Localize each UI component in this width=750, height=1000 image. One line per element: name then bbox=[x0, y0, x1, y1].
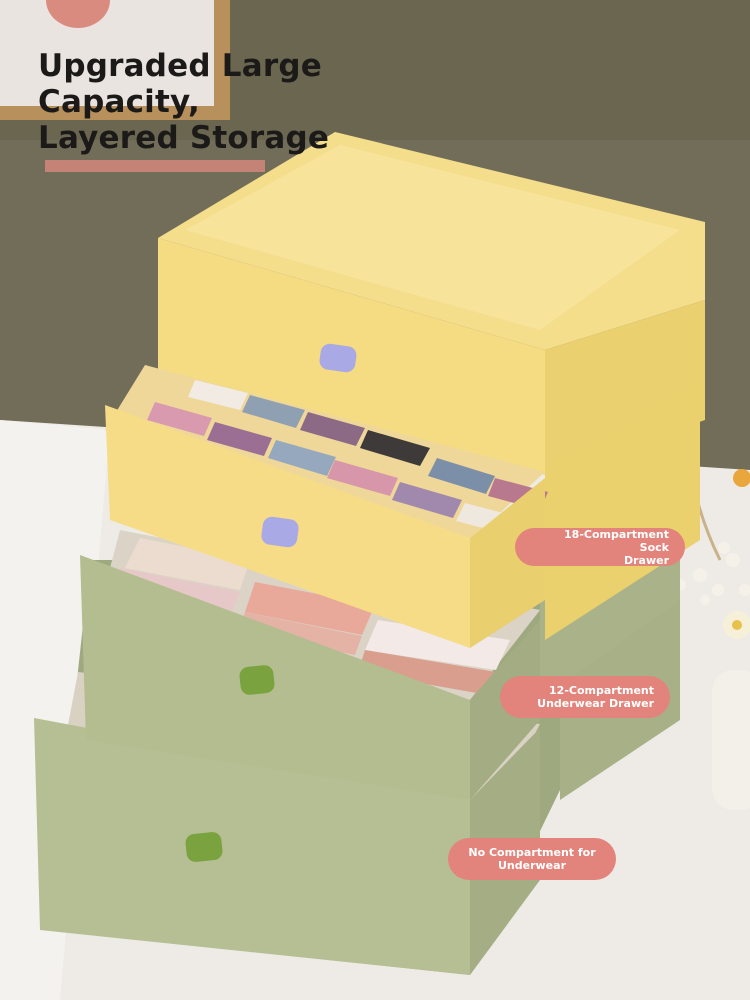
headline-line-2: Capacity, bbox=[38, 84, 200, 120]
headline-line-3: Layered Storage bbox=[38, 120, 330, 156]
top-yellow-drawer bbox=[158, 132, 705, 475]
callout-sock-drawer: 18-Compartment Sock Drawer bbox=[515, 527, 685, 567]
headline-underline bbox=[45, 160, 265, 172]
picture-frame bbox=[0, 0, 230, 120]
callout-1-line-1: 18-Compartment Sock bbox=[564, 527, 669, 554]
second-yellow-body bbox=[545, 380, 700, 640]
callout-3-line-1: No Compartment for bbox=[468, 846, 596, 859]
middle-drawer-handle bbox=[239, 665, 275, 695]
sock-drawer bbox=[105, 365, 548, 648]
callout-2-line-2: Underwear Drawer bbox=[537, 697, 654, 710]
headline: Upgraded Large Capacity, Layered Storage bbox=[38, 48, 329, 156]
top-drawer-handle bbox=[319, 343, 357, 373]
headline-line-1: Upgraded Large bbox=[38, 48, 322, 84]
callout-1-line-2: Drawer bbox=[623, 553, 669, 567]
callout-underwear-drawer: 12-Compartment Underwear Drawer bbox=[500, 676, 670, 718]
callout-no-compartment: No Compartment for Underwear bbox=[448, 838, 616, 880]
sock-drawer-handle bbox=[261, 516, 299, 548]
bottom-drawer-handle bbox=[185, 832, 223, 862]
callout-2-line-1: 12-Compartment bbox=[549, 684, 654, 697]
callout-3-line-2: Underwear bbox=[498, 859, 566, 872]
